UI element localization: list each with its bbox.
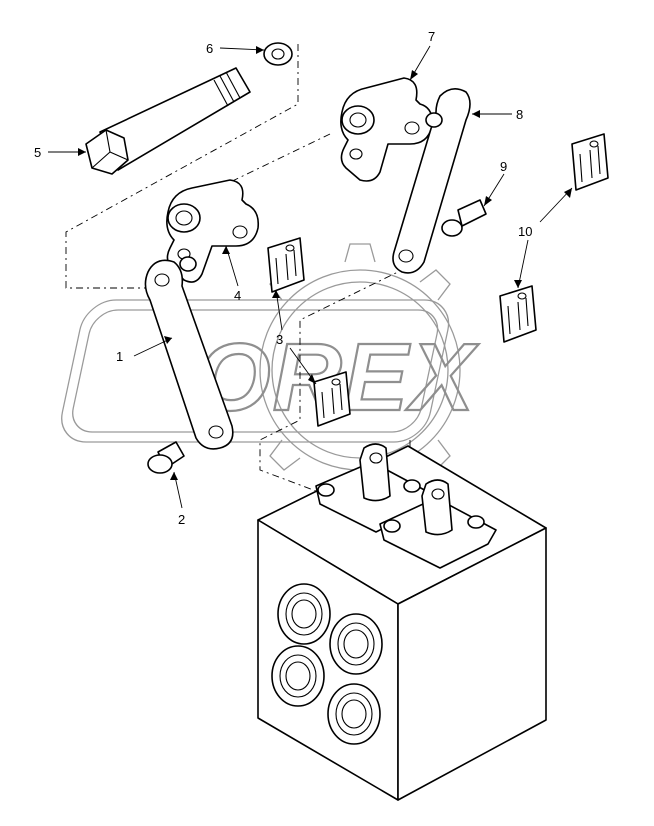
part-pin-upper — [441, 199, 487, 237]
callout-6: 6 — [206, 41, 213, 56]
leader-lines — [48, 45, 573, 509]
mounting-bracket-right — [379, 479, 497, 569]
callout-7: 7 — [428, 29, 435, 44]
part-link-lower — [144, 256, 234, 450]
port-1 — [277, 583, 331, 645]
callout-4: 4 — [234, 288, 241, 303]
callout-2: 2 — [178, 512, 185, 527]
callout-5: 5 — [34, 145, 41, 160]
callout-1: 1 — [116, 349, 123, 364]
callout-10: 10 — [518, 224, 532, 239]
port-4 — [327, 683, 381, 745]
part-bolt — [85, 67, 251, 175]
port-3 — [271, 645, 325, 707]
callout-9: 9 — [500, 159, 507, 174]
part-clip-a — [267, 237, 305, 293]
part-pin-lower — [147, 441, 185, 474]
port-2 — [329, 613, 383, 675]
part-washer — [263, 42, 293, 66]
callout-8: 8 — [516, 107, 523, 122]
part-clip-b — [313, 371, 351, 427]
watermark-frame-outer — [61, 299, 450, 443]
part-bellcrank-upper — [340, 77, 434, 182]
part-link-upper — [392, 88, 471, 274]
part-clip-c — [571, 133, 609, 191]
part-clip-d — [499, 285, 537, 343]
watermark-frame-inner — [72, 309, 439, 433]
callout-3: 3 — [276, 332, 283, 347]
callout-labels: 1 2 3 4 5 6 7 8 9 10 — [34, 29, 532, 527]
